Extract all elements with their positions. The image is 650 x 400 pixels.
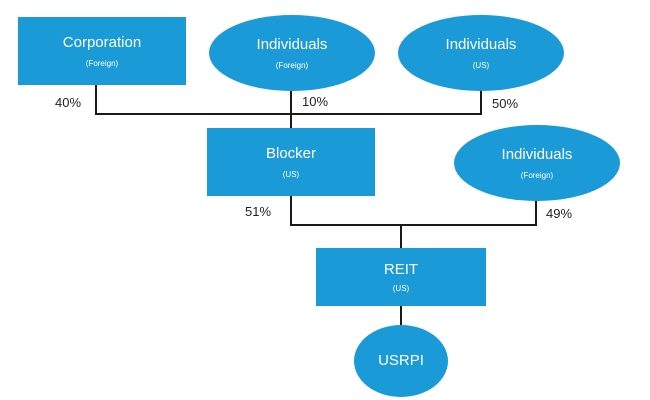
usrpi-title: USRPI	[378, 352, 424, 369]
blocker-percentage: 51%	[245, 204, 272, 219]
individuals-us-percentage: 50%	[492, 96, 519, 111]
individuals-foreign-mid-ellipse: Individuals (Foreign)	[454, 125, 620, 201]
corporation-jurisdiction: (Foreign)	[85, 58, 119, 68]
usrpi-circle: USRPI	[354, 325, 448, 397]
reit-title: REIT	[383, 260, 419, 278]
individuals-foreign-mid-title: Individuals	[501, 145, 573, 163]
corporation-title: Corporation	[62, 33, 142, 51]
individuals-foreign-top-ellipse: Individuals (Foreign)	[209, 15, 375, 91]
corporation-percentage: 40%	[55, 95, 82, 110]
corporation-box: Corporation (Foreign)	[18, 17, 186, 85]
reit-jurisdiction: (US)	[392, 283, 410, 293]
blocker-title: Blocker	[265, 144, 317, 162]
blocker-jurisdiction: (US)	[282, 169, 300, 179]
individuals-foreign-top-jurisdiction: (Foreign)	[275, 60, 309, 70]
individuals-foreign-top-percentage: 10%	[302, 94, 329, 109]
blocker-box: Blocker (US)	[207, 128, 375, 196]
individuals-us-jurisdiction: (US)	[472, 60, 490, 70]
individuals-us-title: Individuals	[445, 35, 517, 53]
individuals-us-ellipse: Individuals (US)	[398, 15, 564, 91]
individuals-foreign-top-title: Individuals	[256, 35, 328, 53]
reit-box: REIT (US)	[316, 248, 486, 306]
individuals-foreign-mid-jurisdiction: (Foreign)	[520, 170, 554, 180]
individuals-foreign-mid-percentage: 49%	[546, 206, 573, 221]
